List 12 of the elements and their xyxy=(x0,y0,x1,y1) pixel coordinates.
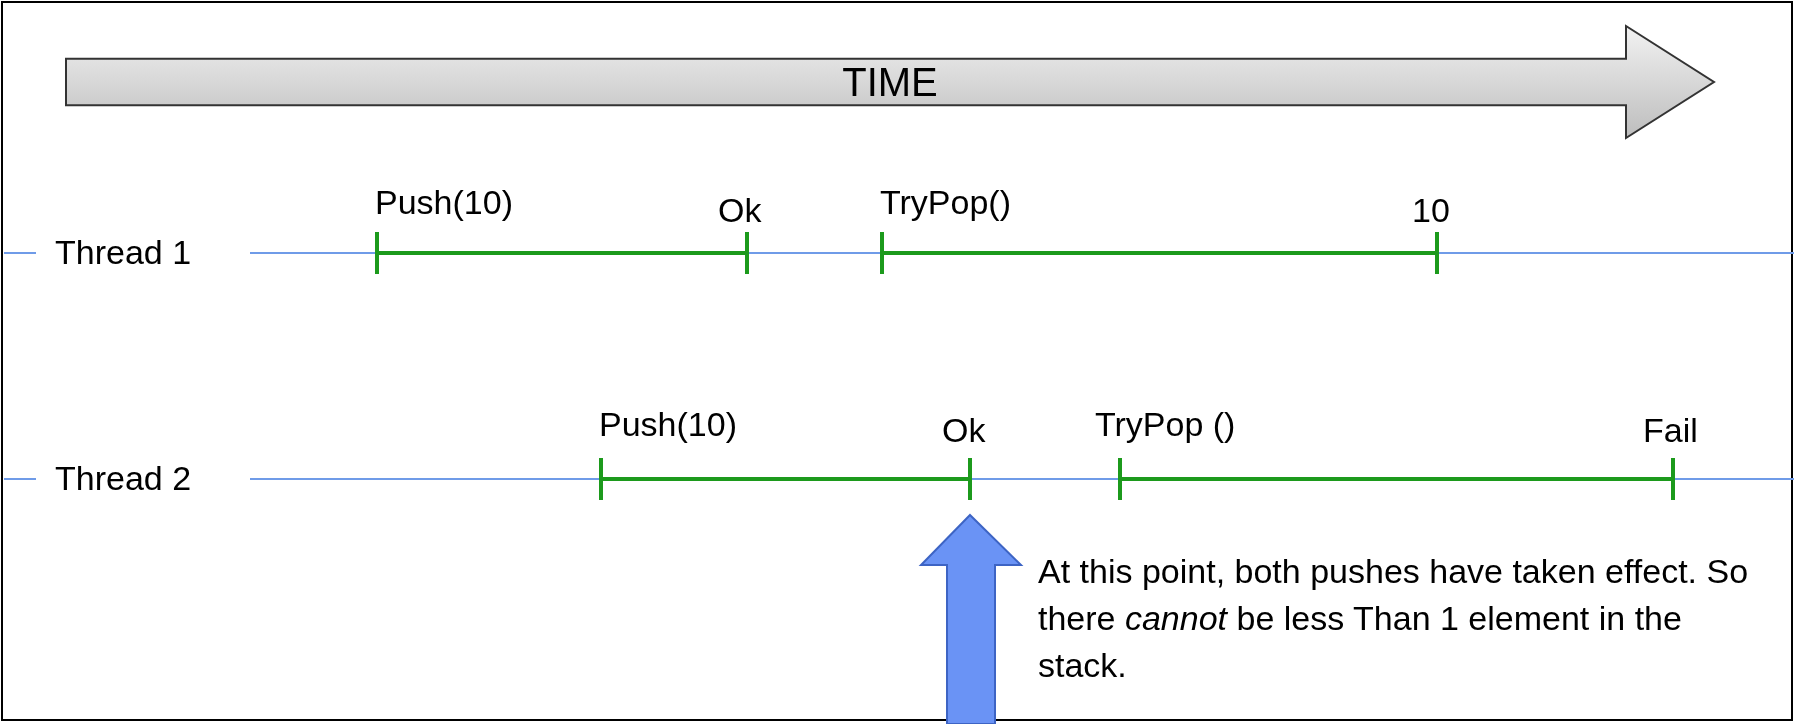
operation-label: Push(10) xyxy=(375,182,513,223)
result-label: 10 xyxy=(1412,190,1450,231)
axis-title: TIME xyxy=(842,59,938,106)
operation-label: Push(10) xyxy=(599,404,737,445)
result-label: Ok xyxy=(942,410,986,451)
result-label: Ok xyxy=(718,190,762,231)
thread-label: Thread 2 xyxy=(55,458,192,499)
result-label: Fail xyxy=(1643,410,1698,451)
thread-label: Thread 1 xyxy=(55,232,192,273)
operation-label: TryPop() xyxy=(880,182,1011,223)
operation-label: TryPop () xyxy=(1095,404,1236,445)
annotation-note: At this point, both pushes have taken effect. So there cannot be less Than 1 element in the stack. xyxy=(1038,551,1750,686)
